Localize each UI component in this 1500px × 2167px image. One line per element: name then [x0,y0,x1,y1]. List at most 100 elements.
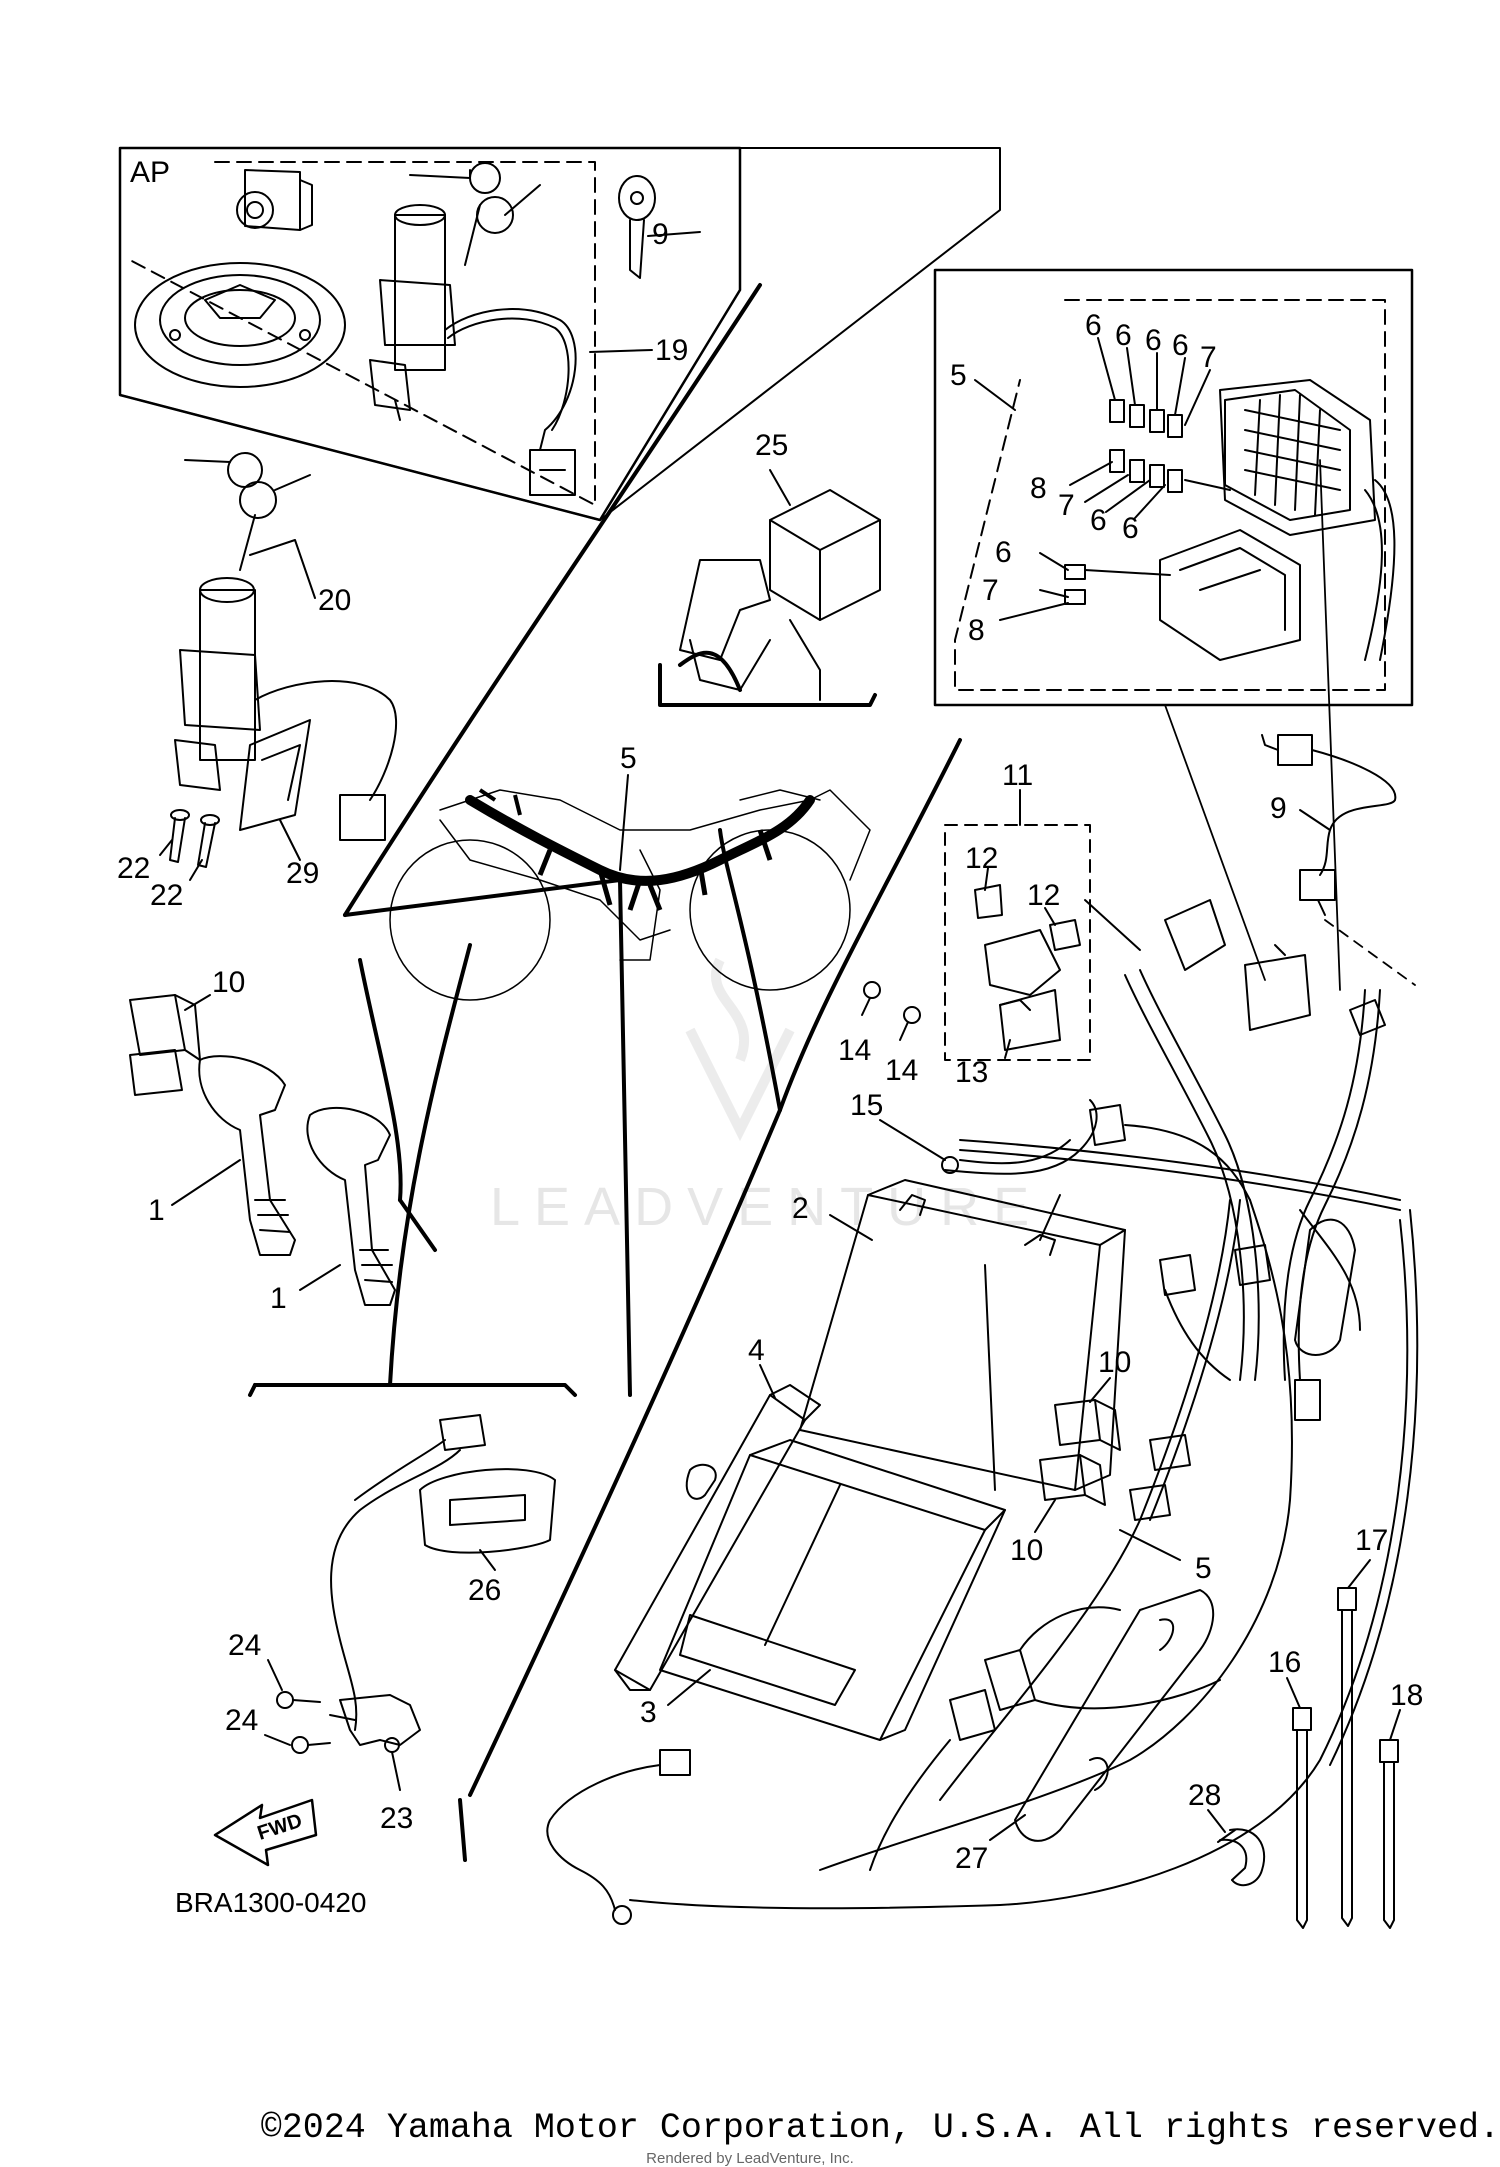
callout-16: 16 [1268,1646,1301,1679]
callout-13: 13 [955,1056,988,1089]
callout-18: 18 [1390,1679,1423,1712]
callout-1a: 1 [148,1194,165,1227]
bolts-14 [863,981,921,1024]
keys-ap [409,162,541,266]
cable-tie-16 [1292,1707,1312,1929]
callout-1b: 1 [270,1282,287,1315]
callout-6a: 6 [1085,309,1102,342]
callout-6d: 6 [1172,329,1189,362]
ap-label: AP [130,156,170,189]
callout-12b: 12 [1027,879,1060,912]
leaders-23-24-26 [264,1549,496,1791]
callout-8b: 8 [968,614,985,647]
callout-23: 23 [380,1802,413,1835]
callout-7a: 7 [1200,341,1217,374]
copyright-notice: ©2024 Yamaha Motor Corporation, U.S.A. A… [260,2108,1500,2148]
section-separators [248,283,962,1862]
leaders-bands [1207,1559,1401,1833]
bracket-4 [614,1384,821,1691]
callout-27: 27 [955,1842,988,1875]
callout-9: 9 [1270,792,1287,825]
fuse-block [1219,379,1396,661]
callout-6g: 6 [995,536,1012,569]
battery-2 [799,1179,1126,1491]
callout-5-inset: 5 [950,359,967,392]
cable-tie-18 [1379,1739,1399,1929]
fuel-cap [134,262,346,388]
callout-10-right-lower: 10 [1010,1534,1043,1567]
relay-kit-11 [944,789,1091,1061]
callout-14b: 14 [885,1054,918,1087]
leader-2 [829,1214,873,1241]
ignition-coil-1b [306,1107,396,1306]
relays-12-13 [974,884,1081,1051]
callout-5-bike: 5 [620,742,637,775]
leaders-11-14 [861,867,1141,1059]
main-wire-harness [629,899,1419,1910]
leader-25 [769,469,791,506]
battery-lead-15 [941,1099,1098,1241]
connector-10-left [129,994,201,1096]
callout-21: 9 [652,218,669,251]
leaders-fuse-box [974,337,1231,621]
connectors-10-right [1039,1399,1191,1521]
clamp-28 [1217,1828,1266,1887]
shear-plate-29 [239,719,311,831]
watermark-text: LEADVENTURE [490,1177,1043,1237]
ignition-switch-20 [174,577,398,841]
callout-4: 4 [748,1334,765,1367]
protector-27 [1014,1589,1215,1842]
screw-22a [169,809,190,863]
fuses [1064,399,1183,605]
callout-22a: 22 [117,852,150,885]
callout-25: 25 [755,429,788,462]
ignition-coil-1a [198,1055,296,1256]
rendered-by-notice: Rendered by LeadVenture, Inc. [646,2150,854,2167]
fuse-box-cover [1159,529,1301,661]
leader-9 [1299,809,1331,831]
callout-5-harness: 5 [1195,1552,1212,1585]
keys-20 [184,452,311,571]
callout-14a: 14 [838,1034,871,1067]
part-code: BRA1300-0420 [175,1887,366,1918]
leaders-1 [171,1159,341,1291]
sensor-wire-23 [329,1414,486,1753]
callout-15: 15 [850,1089,883,1122]
callout-28: 28 [1188,1779,1221,1812]
callout-17: 17 [1355,1524,1388,1557]
callout-11: 11 [1002,759,1033,792]
leader-3 [667,1669,711,1706]
callout-2: 2 [792,1192,809,1225]
callout-29: 29 [286,857,319,890]
ignition-switch-ap [369,204,456,421]
leaders-upper-left [159,231,701,881]
callout-10-left: 10 [212,966,245,999]
cover-26 [419,1468,556,1554]
leader-9-dashed [1324,919,1416,986]
callout-6c: 6 [1145,324,1162,357]
sub-harness-9 [1261,734,1397,916]
watermark-logo [685,957,795,1142]
callout-26: 26 [468,1574,501,1607]
leader-4 [759,1364,776,1399]
main-harness-in-bike [465,788,815,911]
callout-3: 3 [640,1696,657,1729]
callout-8a: 8 [1030,472,1047,505]
fuse-box-inset [933,268,1414,707]
ap-kit-box: AP [118,146,1001,522]
leader-15 [879,1119,946,1161]
relay-25 [679,489,881,701]
seat-lock [236,169,313,231]
callout-19: 19 [655,334,688,367]
callout-20: 20 [318,584,351,617]
callout-6e: 6 [1090,504,1107,537]
cable-tie-17 [1337,1587,1357,1927]
wire-ap [444,308,577,496]
leader-10-left [184,994,211,1011]
callout-6f: 6 [1122,512,1139,545]
leader-5-bike [619,774,629,871]
battery-box-3 [659,1439,1006,1741]
callout-10-right-upper: 10 [1098,1346,1131,1379]
key-21 [618,175,656,279]
